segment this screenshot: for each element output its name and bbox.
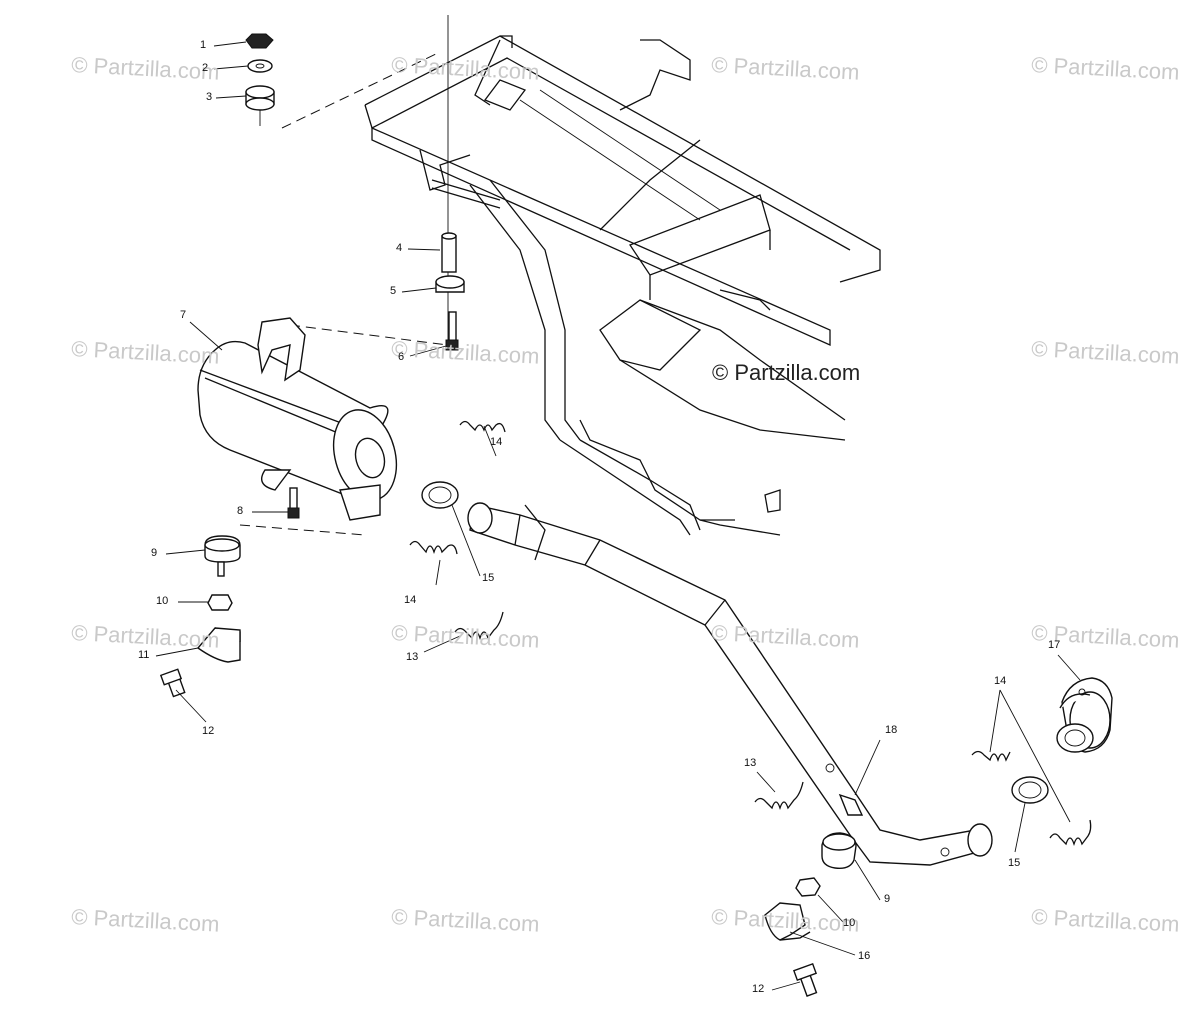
mount-hardware-top [245,33,275,111]
callout-15: 15 [482,572,495,584]
callout-13: 13 [744,757,757,769]
callout-10: 10 [843,917,856,929]
callout-16: 16 [858,950,871,962]
callout-11: 11 [138,649,150,661]
callout-5: 5 [390,285,397,297]
callout-10: 10 [156,595,169,607]
callout-13: 13 [406,651,419,663]
callout-4: 4 [396,242,403,254]
mount-hardware-frame [435,232,465,351]
callout-leaders [155,41,1081,991]
callout-15: 15 [1008,857,1021,869]
frame [364,35,881,536]
callout-6: 6 [398,351,405,363]
leader-muffler-bracket [289,324,449,346]
callout-14: 14 [994,675,1007,687]
callout-12: 12 [752,983,765,995]
spark-arrestor [1056,677,1113,753]
callout-9: 9 [884,893,891,905]
gasket-right [1011,776,1049,804]
callout-17: 17 [1048,639,1061,651]
callout-9: 9 [151,547,158,559]
callout-14: 14 [490,436,503,448]
callout-7: 7 [180,309,187,321]
gasket-left [421,481,459,509]
callout-18: 18 [885,724,898,736]
callout-3: 3 [206,91,213,103]
springs [409,420,1092,847]
leader-lower-mount [239,524,366,536]
watermark-main: © Partzilla.com [712,360,861,385]
callout-8: 8 [237,505,244,517]
muffler [197,317,398,521]
mount-hardware-right [764,832,857,997]
callout-2: 2 [202,62,209,74]
mount-hardware-left [159,535,241,698]
callout-1: 1 [200,39,207,51]
callout-14: 14 [404,594,417,606]
leader-mount-bolt [281,51,441,129]
head-pipe [467,502,993,866]
callout-12: 12 [202,725,215,737]
